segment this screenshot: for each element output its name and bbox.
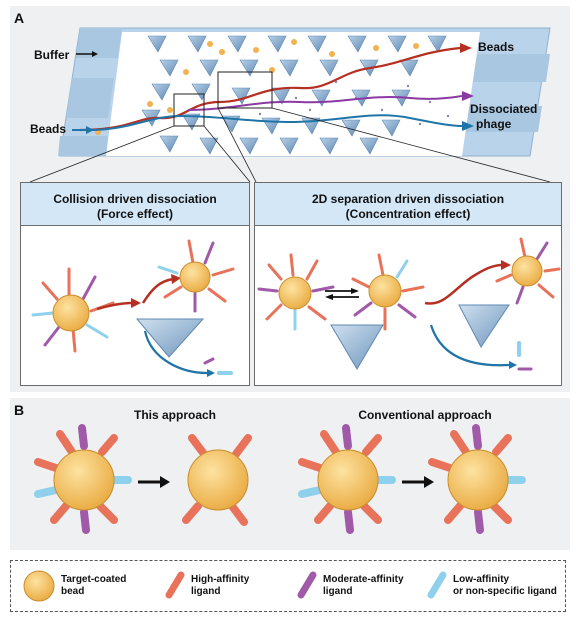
inset-separation-header: 2D separation driven dissociation (Conce…: [255, 183, 561, 226]
panel-b-label: B: [14, 402, 25, 418]
zoom-box-separation: [217, 71, 273, 109]
legend-bead-label: Target-coated bead: [61, 574, 127, 597]
inset-separation-title-1: 2D separation driven dissociation: [311, 192, 505, 206]
inset-separation: 2D separation driven dissociation (Conce…: [254, 182, 562, 386]
dissociated-label-1: Dissociated: [470, 102, 538, 116]
conventional-before: [298, 424, 396, 534]
inset-collision-title-2: (Force effect): [96, 207, 173, 221]
panel-a-label: A: [14, 10, 25, 26]
panel-a: A: [10, 6, 570, 392]
beads-outlet-label: Beads: [478, 40, 515, 54]
inset-collision-title-1: Collision driven dissociation: [53, 192, 217, 206]
bead-after-collision: [157, 239, 235, 313]
high-affinity-legend-icon: [165, 571, 185, 599]
this-approach-before: [34, 424, 132, 534]
panel-b: B This approach Conventional approach: [10, 398, 570, 550]
legend-icons: [23, 570, 447, 602]
bead-partially-dissociated: [351, 253, 425, 331]
buffer-label: Buffer: [34, 48, 70, 62]
inset-collision-header: Collision driven dissociation (Force eff…: [21, 183, 249, 226]
dissociated-label-2: phage: [476, 117, 512, 131]
legend-low-label: Low-affinity or non-specific ligand: [453, 574, 557, 597]
bead-legend-icon: [23, 570, 55, 602]
microfluidic-channel: [29, 27, 551, 183]
beads-inlet-label: Beads: [30, 122, 67, 136]
inset-collision: Collision driven dissociation (Force eff…: [20, 182, 250, 386]
legend-high-label: High-affinity ligand: [191, 574, 250, 597]
beads-path: [79, 46, 461, 132]
inset-separation-title-2: (Concentration effect): [345, 207, 471, 221]
approach-title-conventional: Conventional approach: [358, 408, 492, 422]
bead-bound: [257, 253, 335, 331]
panel-b-illustration: [34, 424, 526, 534]
bead-with-ligands-left: [31, 267, 115, 353]
zoom-box-collision: [173, 93, 205, 127]
low-affinity-path: [89, 114, 463, 131]
collision-illustration: [31, 239, 235, 377]
bead-high-affinity-retained: [495, 237, 561, 305]
moderate-affinity-legend-icon: [297, 571, 317, 599]
low-affinity-legend-icon: [427, 571, 447, 599]
legend-moderate-label: Moderate-affinity ligand: [323, 574, 404, 597]
dissociated-path: [187, 95, 463, 111]
this-approach-after: [182, 434, 252, 526]
separation-illustration: [257, 237, 561, 371]
scattered-beads: [95, 39, 419, 135]
legend: Target-coated bead High-affinity ligand …: [10, 560, 566, 612]
conventional-after: [428, 424, 526, 534]
approach-title-this: This approach: [133, 408, 216, 422]
